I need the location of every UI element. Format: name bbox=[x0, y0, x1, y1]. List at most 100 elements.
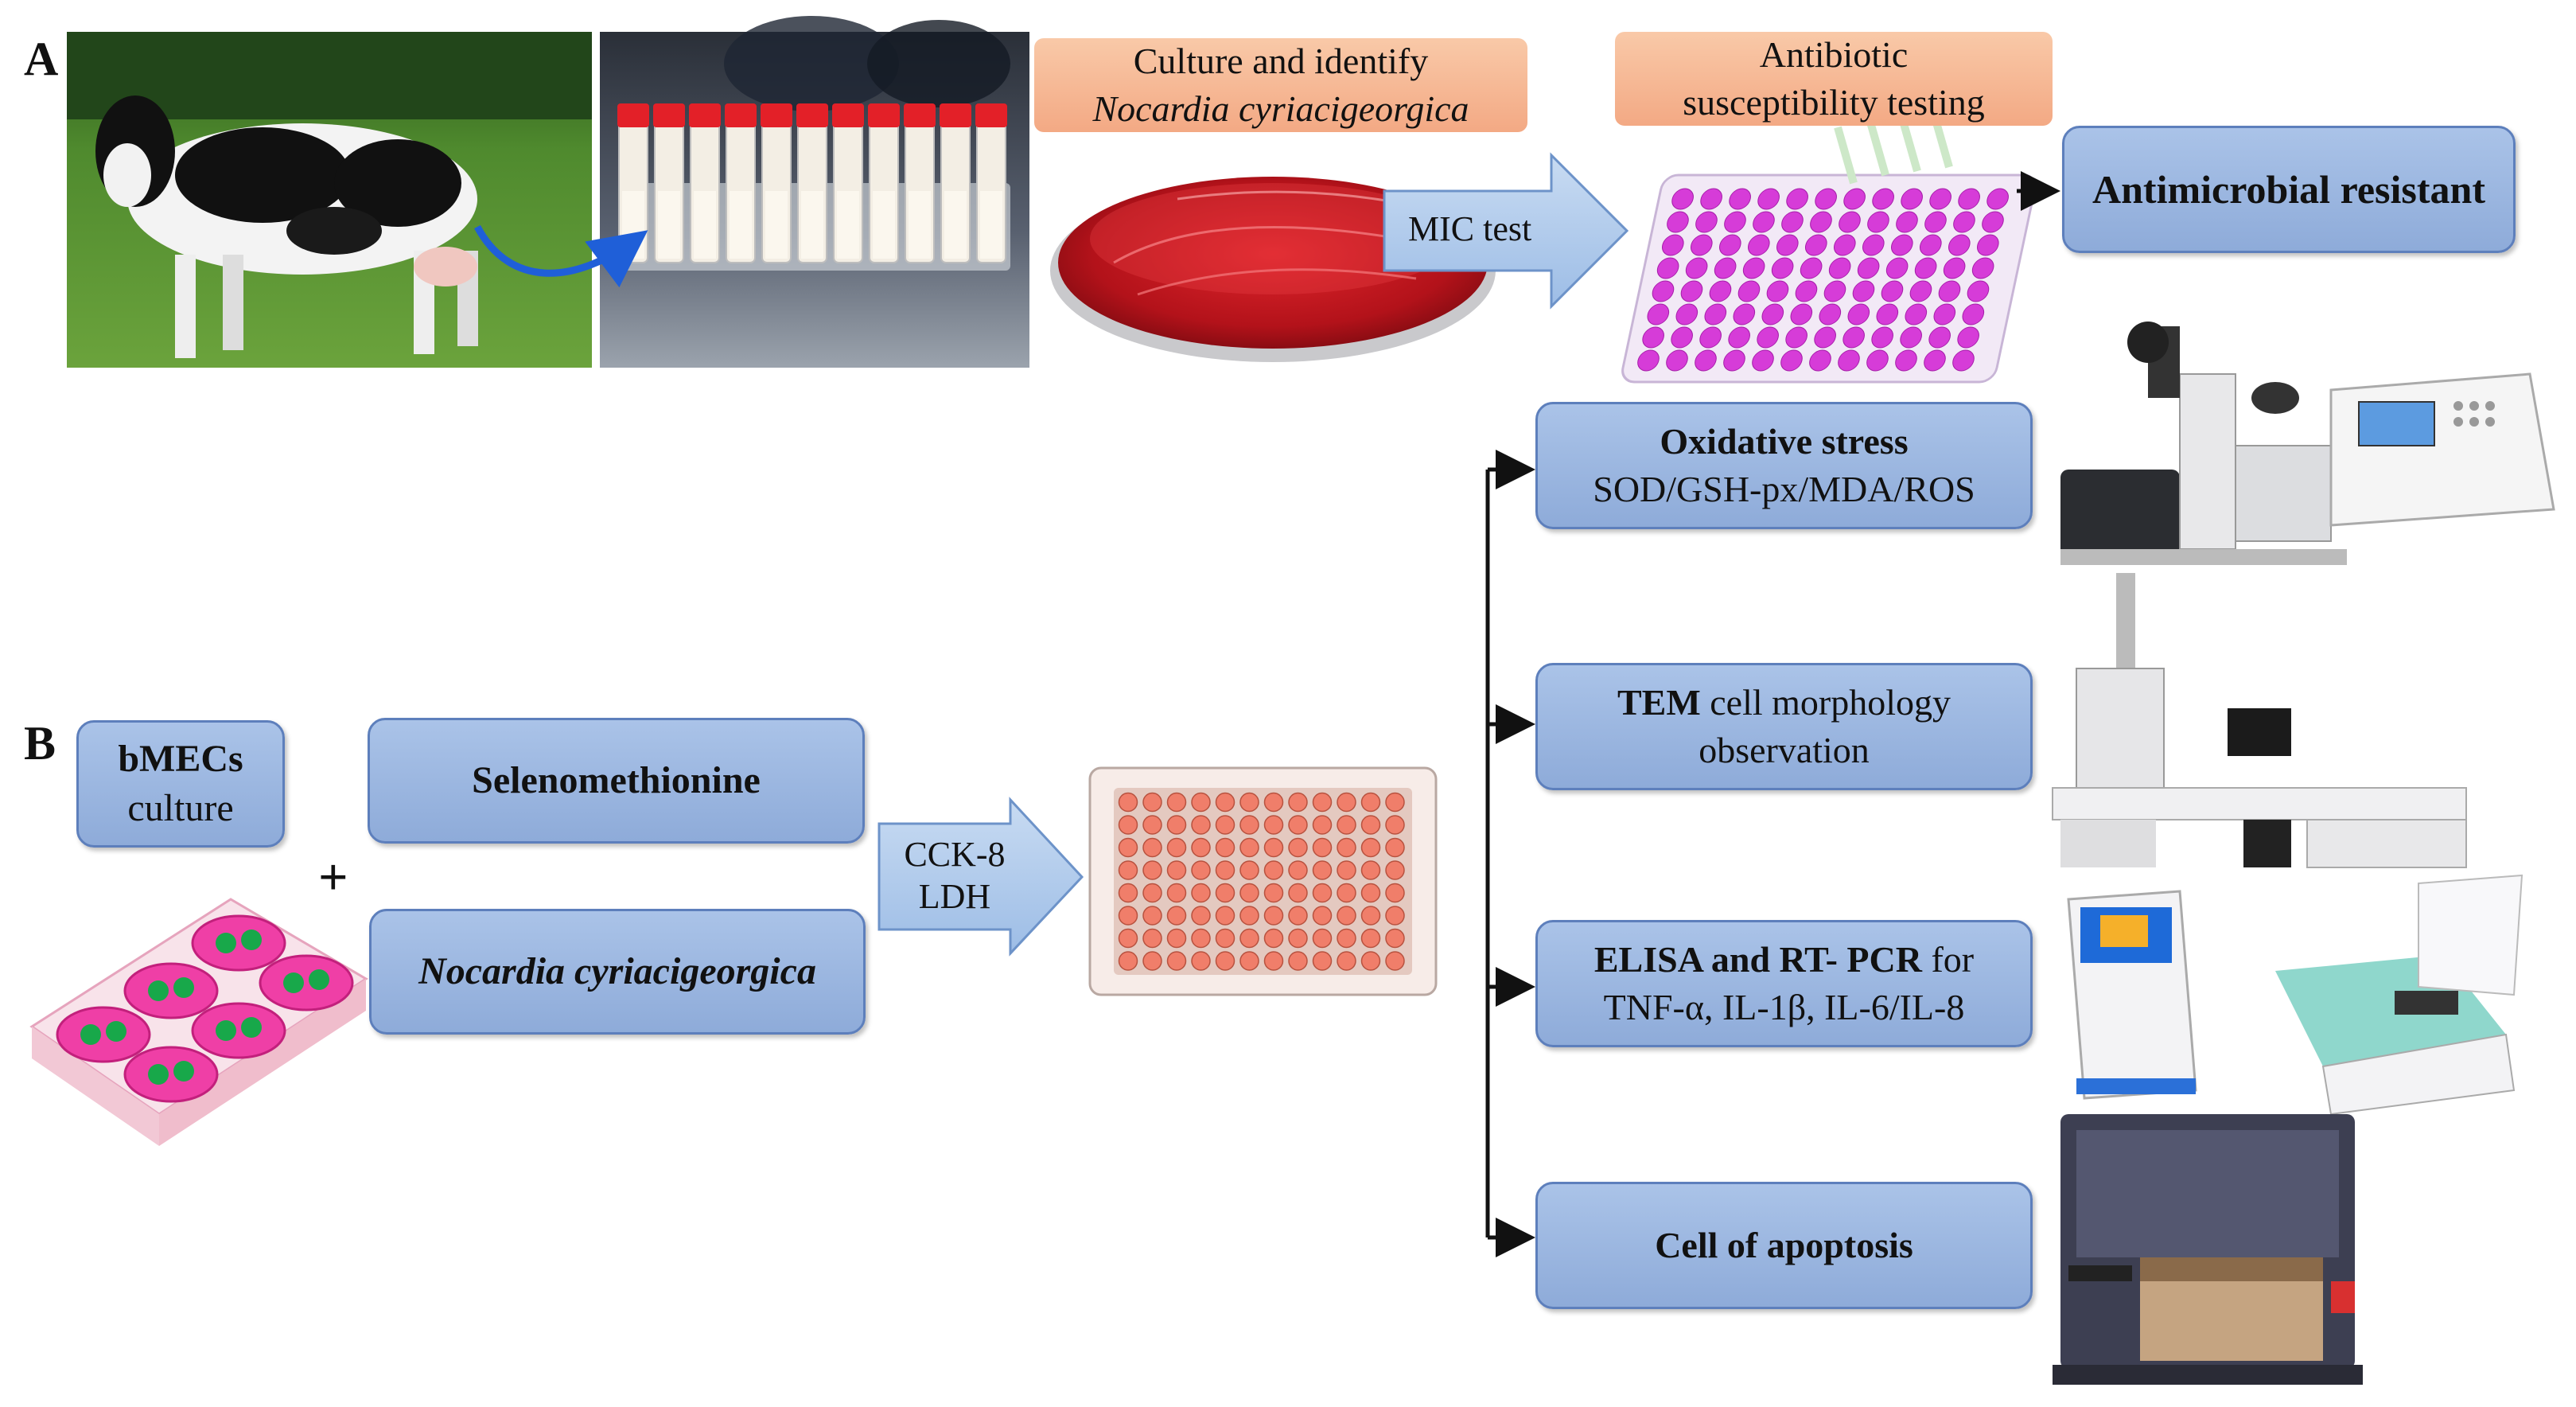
well bbox=[1239, 928, 1259, 949]
well bbox=[1191, 815, 1211, 835]
well bbox=[1776, 234, 1799, 256]
well bbox=[1166, 883, 1187, 903]
96-well-plate-icon bbox=[1621, 173, 2037, 384]
well bbox=[1896, 211, 1918, 233]
well bbox=[1312, 837, 1333, 858]
well bbox=[1191, 928, 1211, 949]
well bbox=[1876, 303, 1899, 325]
tem-rest: cell morphology bbox=[1700, 682, 1951, 723]
well bbox=[1771, 257, 1794, 279]
well bbox=[1761, 303, 1784, 325]
well bbox=[1215, 951, 1235, 971]
well bbox=[1742, 257, 1765, 279]
well bbox=[1288, 906, 1308, 926]
well bbox=[1714, 257, 1737, 279]
well bbox=[1781, 211, 1804, 233]
culture-well bbox=[123, 962, 219, 1019]
well bbox=[1718, 234, 1741, 256]
well bbox=[1958, 188, 1980, 210]
well bbox=[1723, 349, 1745, 372]
well bbox=[1191, 860, 1211, 880]
well bbox=[1914, 257, 1937, 279]
well bbox=[1312, 928, 1333, 949]
well bbox=[1118, 883, 1138, 903]
well bbox=[1948, 234, 1971, 256]
well bbox=[1288, 792, 1308, 813]
well bbox=[1986, 188, 2009, 210]
well bbox=[1839, 211, 1861, 233]
well bbox=[1957, 326, 1979, 349]
well bbox=[1118, 815, 1138, 835]
well bbox=[1263, 792, 1284, 813]
well bbox=[1360, 906, 1381, 926]
well bbox=[1312, 792, 1333, 813]
culture-well bbox=[56, 1006, 151, 1063]
well bbox=[1881, 280, 1904, 302]
well bbox=[1695, 349, 1717, 372]
plate-reader-icon bbox=[2329, 372, 2555, 527]
well bbox=[1191, 883, 1211, 903]
antimicrobial-resistant-box: Antimicrobial resistant bbox=[2062, 126, 2516, 253]
well bbox=[1747, 234, 1770, 256]
well bbox=[1737, 280, 1761, 302]
well bbox=[1385, 837, 1405, 858]
well bbox=[1215, 883, 1235, 903]
culture-well bbox=[191, 914, 286, 972]
well bbox=[1671, 326, 1693, 349]
well bbox=[1890, 234, 1913, 256]
well bbox=[1924, 211, 1947, 233]
well bbox=[1933, 303, 1956, 325]
well bbox=[1675, 303, 1699, 325]
well bbox=[1872, 188, 1894, 210]
6-well-plate-icon bbox=[29, 898, 368, 1146]
well bbox=[1385, 883, 1405, 903]
well bbox=[1929, 188, 1951, 210]
antibiotic-line1: Antibiotic bbox=[1759, 34, 1909, 76]
well bbox=[1263, 860, 1284, 880]
well bbox=[1142, 792, 1162, 813]
well bbox=[1239, 951, 1259, 971]
well bbox=[1360, 837, 1381, 858]
well bbox=[1337, 815, 1356, 835]
well bbox=[1795, 280, 1818, 302]
well bbox=[1118, 837, 1138, 858]
well bbox=[1288, 928, 1308, 949]
well bbox=[1239, 860, 1259, 880]
well bbox=[1637, 349, 1660, 372]
well bbox=[1215, 928, 1235, 949]
well bbox=[1938, 280, 1961, 302]
antibiotic-line2: susceptibility testing bbox=[1683, 82, 1985, 123]
well bbox=[1661, 234, 1684, 256]
well bbox=[1337, 951, 1356, 971]
well bbox=[1909, 280, 1932, 302]
well bbox=[1685, 257, 1708, 279]
well bbox=[1118, 906, 1138, 926]
well bbox=[1976, 234, 1999, 256]
well bbox=[1191, 906, 1211, 926]
culture-identify-line2: Nocardia cyriacigeorgica bbox=[1092, 88, 1469, 129]
well bbox=[1263, 837, 1284, 858]
well bbox=[1971, 257, 1994, 279]
selenomethionine-box: Selenomethionine bbox=[368, 718, 865, 844]
bmecs-culture-box: bMECs culture bbox=[76, 720, 285, 848]
well bbox=[1166, 928, 1187, 949]
well bbox=[1191, 951, 1211, 971]
well bbox=[1312, 815, 1333, 835]
well bbox=[1337, 906, 1356, 926]
bmecs-line1: bMECs bbox=[118, 737, 243, 780]
mic-test-arrow bbox=[1383, 152, 1629, 310]
well bbox=[1905, 303, 1928, 325]
well bbox=[1804, 234, 1827, 256]
flow-cytometer-icon bbox=[2053, 1114, 2363, 1385]
well bbox=[1263, 951, 1284, 971]
well bbox=[1312, 883, 1333, 903]
culture-well bbox=[123, 1046, 219, 1103]
well bbox=[1667, 211, 1689, 233]
well bbox=[1729, 188, 1751, 210]
well bbox=[1142, 906, 1162, 926]
well bbox=[1828, 257, 1851, 279]
well bbox=[1215, 860, 1235, 880]
well bbox=[1919, 234, 1942, 256]
well bbox=[1709, 280, 1732, 302]
well bbox=[1757, 326, 1779, 349]
